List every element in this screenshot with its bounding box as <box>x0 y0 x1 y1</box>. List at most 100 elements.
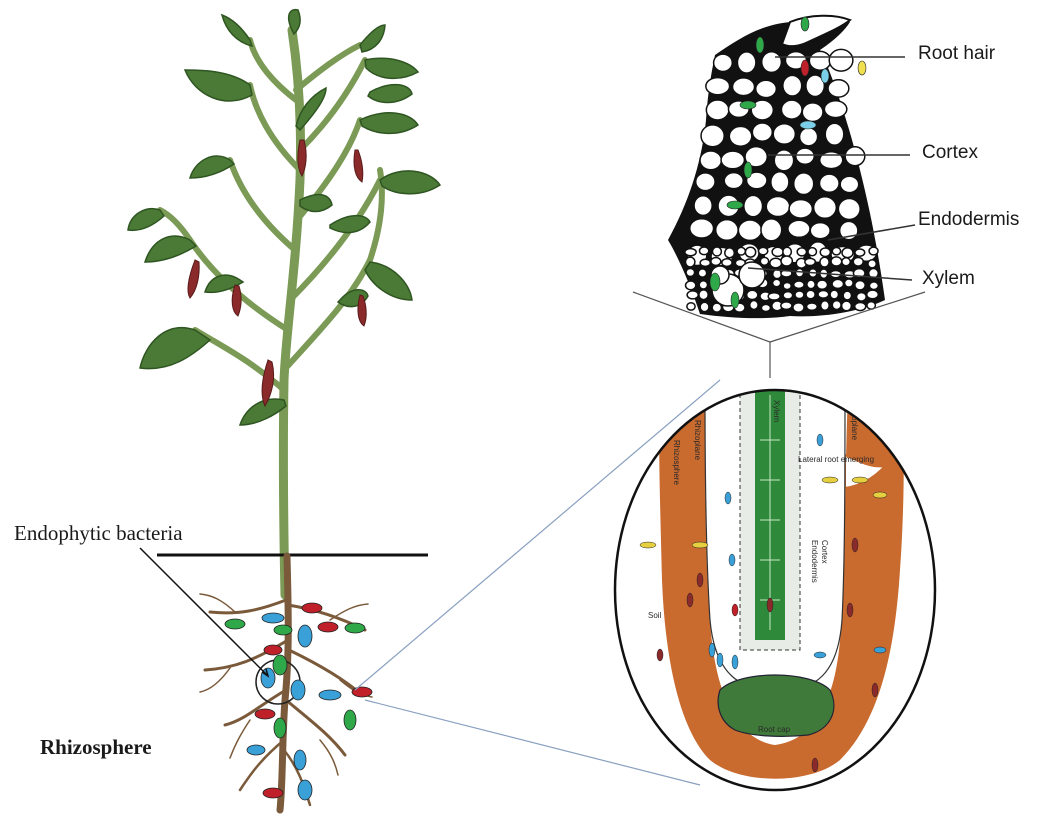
cortex-cell <box>724 173 743 189</box>
label-endodermis: Endodermis <box>918 209 1019 231</box>
cortex-cell <box>781 100 802 119</box>
label-rhizosphere: Rhizosphere <box>40 735 152 760</box>
stele-cell <box>783 247 792 256</box>
stele-cell <box>845 279 854 287</box>
stele-cell <box>821 301 830 310</box>
stele-cell <box>772 247 783 256</box>
cortex-cell <box>690 219 714 238</box>
root-bacteria <box>225 603 372 800</box>
stele-cell <box>699 290 708 300</box>
stele-cell <box>842 301 852 311</box>
cortex-cell <box>825 123 844 145</box>
cortex-cell <box>773 124 795 144</box>
root-tip-inset: Soil Rhizosphere Rhizoplane Rhizoplane L… <box>615 385 935 790</box>
cortex-cell <box>701 125 724 147</box>
cortex-cell <box>752 123 772 141</box>
stele-cell <box>700 302 709 311</box>
stele-cell <box>781 302 792 309</box>
stele-cell <box>761 304 770 311</box>
cortex-cell <box>756 80 777 97</box>
inset-soil-label: Soil <box>648 611 662 620</box>
stele-cell <box>737 247 745 255</box>
cortex-cell <box>694 196 712 216</box>
stele-cell <box>783 292 793 299</box>
stele-cell <box>795 291 804 298</box>
cortex-cell <box>819 174 839 192</box>
cortex-cell <box>774 150 793 171</box>
cortex-cell <box>766 196 789 216</box>
cortex-cell <box>706 78 730 95</box>
stele-cell <box>808 248 816 256</box>
stele-cell <box>807 303 818 310</box>
stele-cell <box>758 247 767 254</box>
roots <box>200 556 372 810</box>
inset-lateral-root-label: Lateral root emerging <box>798 455 874 464</box>
stele-cell <box>832 247 840 254</box>
label-root-hair: Root hair <box>918 43 995 65</box>
plant <box>128 10 440 810</box>
cortex-cell <box>789 200 812 218</box>
inset-xylem-label: Xylem <box>772 400 781 423</box>
label-endophytic-bacteria: Endophytic bacteria <box>14 521 183 546</box>
stele-cell <box>807 280 815 288</box>
cortex-cell <box>716 220 739 241</box>
stele-cell <box>869 247 878 255</box>
stele-cell <box>725 248 735 258</box>
stele-cell <box>793 303 804 312</box>
stele-cell <box>687 303 695 310</box>
stele-cell <box>855 303 866 311</box>
cortex-cell <box>783 75 802 96</box>
cortex-cell <box>729 126 751 146</box>
cortex-cell <box>737 52 755 73</box>
stele-cell <box>699 281 707 289</box>
cortex-cell <box>845 147 865 166</box>
stele-cell <box>768 293 780 300</box>
cortex-cell <box>721 151 744 169</box>
stele-cell <box>686 257 695 267</box>
stele-cell <box>831 257 842 266</box>
stele-cell <box>722 259 732 267</box>
stele-cell <box>868 260 876 268</box>
stele-cell <box>750 301 758 310</box>
cortex-cell <box>794 173 814 195</box>
cortex-cell <box>700 151 722 170</box>
stele-cell <box>711 258 721 266</box>
stele-cell <box>855 249 865 256</box>
stele-cell <box>698 269 706 277</box>
stele-cell <box>747 290 758 299</box>
stele-cell <box>700 259 710 266</box>
stele-cell <box>699 247 708 255</box>
stele-cell <box>685 249 696 256</box>
stele-cell <box>832 301 841 310</box>
inset-rhizosphere-label: Rhizosphere <box>672 440 681 485</box>
main-stem <box>283 30 300 595</box>
stele-cell <box>832 279 844 288</box>
cortex-cell <box>820 152 843 169</box>
stele-cell <box>794 281 804 288</box>
stele-cell <box>686 268 695 276</box>
stele-cell <box>783 282 791 289</box>
inset-rhizoplane-right-label: Rhizoplane <box>850 400 859 441</box>
stele-cell <box>842 258 850 266</box>
stele-cell <box>855 281 865 290</box>
cortex-cell <box>814 197 837 218</box>
stele-cell <box>818 291 829 299</box>
stele-cell <box>773 279 781 287</box>
cortex-cell <box>824 101 846 118</box>
stele-cell <box>805 258 815 265</box>
stele-cell <box>843 291 851 300</box>
stele-cell <box>686 281 696 290</box>
label-cortex: Cortex <box>922 142 978 164</box>
cortex-cell <box>796 148 814 164</box>
cortex-cell <box>762 52 782 73</box>
stele-cell <box>797 248 806 256</box>
cortex-cell <box>840 176 858 192</box>
stele-cell <box>712 247 721 256</box>
stele-cell <box>760 257 768 265</box>
stele-cell <box>687 291 698 299</box>
stele-cell <box>781 256 792 266</box>
cortex-cell <box>738 220 761 240</box>
cortex-cell <box>828 80 849 97</box>
inset-rhizoplane-left-label: Rhizoplane <box>693 420 702 461</box>
